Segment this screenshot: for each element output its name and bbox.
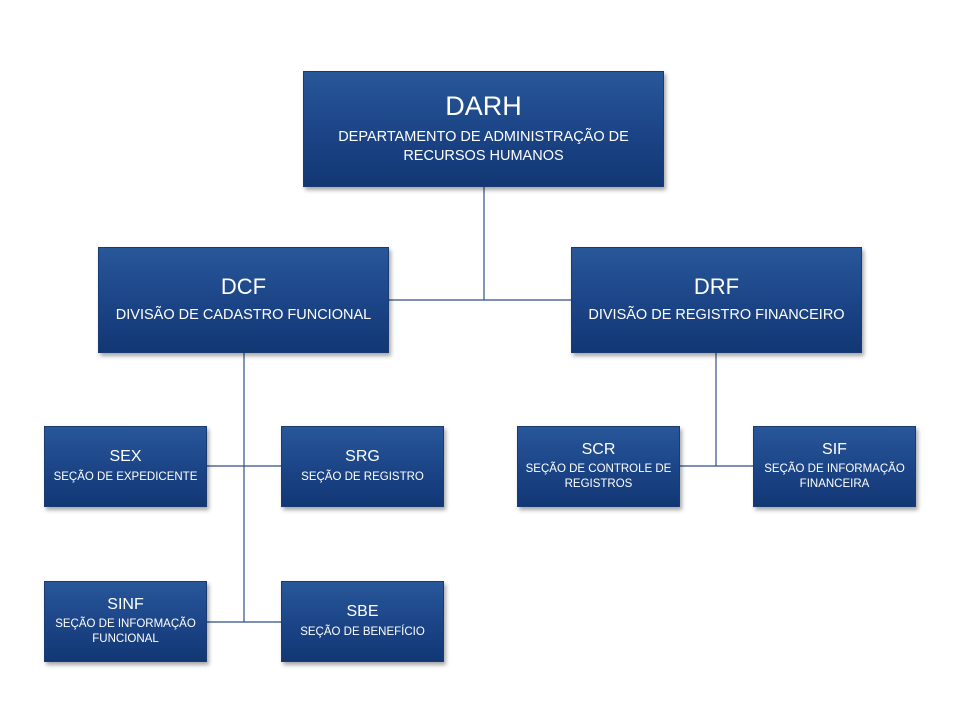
node-dcf: DCF DIVISÃO DE CADASTRO FUNCIONAL (98, 247, 389, 353)
node-darh-code: DARH (445, 91, 522, 122)
node-sif-code: SIF (822, 440, 847, 458)
node-sif-name: SEÇÃO DE INFORMAÇÃO FINANCEIRA (764, 463, 905, 491)
node-sbe-code: SBE (346, 603, 379, 621)
node-srg-code: SRG (345, 448, 380, 466)
node-sinf: SINF SEÇÃO DE INFORMAÇÃO FUNCIONAL (44, 581, 207, 662)
node-sex-name: SEÇÃO DE EXPEDICENTE (53, 470, 198, 483)
node-drf-name: DIVISÃO DE REGISTRO FINANCEIRO (588, 307, 845, 324)
node-srg-name: SEÇÃO DE REGISTRO (301, 470, 424, 483)
node-sinf-name: SEÇÃO DE INFORMAÇÃO FUNCIONAL (55, 618, 196, 646)
node-sif: SIF SEÇÃO DE INFORMAÇÃO FINANCEIRA (753, 426, 916, 507)
node-sex: SEX SEÇÃO DE EXPEDICENTE (44, 426, 207, 507)
node-drf: DRF DIVISÃO DE REGISTRO FINANCEIRO (571, 247, 862, 353)
node-dcf-code: DCF (220, 273, 267, 299)
node-scr-code: SCR (581, 440, 616, 458)
node-sbe: SBE SEÇÃO DE BENEFÍCIO (281, 581, 444, 662)
node-darh: DARH DEPARTAMENTO DE ADMINISTRAÇÃO DE RE… (303, 71, 664, 187)
node-scr-name: SEÇÃO DE CONTROLE DE REGISTROS (525, 463, 672, 491)
node-dcf-name: DIVISÃO DE CADASTRO FUNCIONAL (115, 307, 372, 324)
node-sex-code: SEX (109, 448, 142, 466)
node-srg: SRG SEÇÃO DE REGISTRO (281, 426, 444, 507)
node-sbe-name: SEÇÃO DE BENEFÍCIO (300, 625, 425, 638)
node-drf-code: DRF (693, 273, 740, 299)
node-darh-name: DEPARTAMENTO DE ADMINISTRAÇÃO DE RECURSO… (338, 129, 629, 164)
node-scr: SCR SEÇÃO DE CONTROLE DE REGISTROS (517, 426, 680, 507)
node-sinf-code: SINF (107, 595, 144, 613)
